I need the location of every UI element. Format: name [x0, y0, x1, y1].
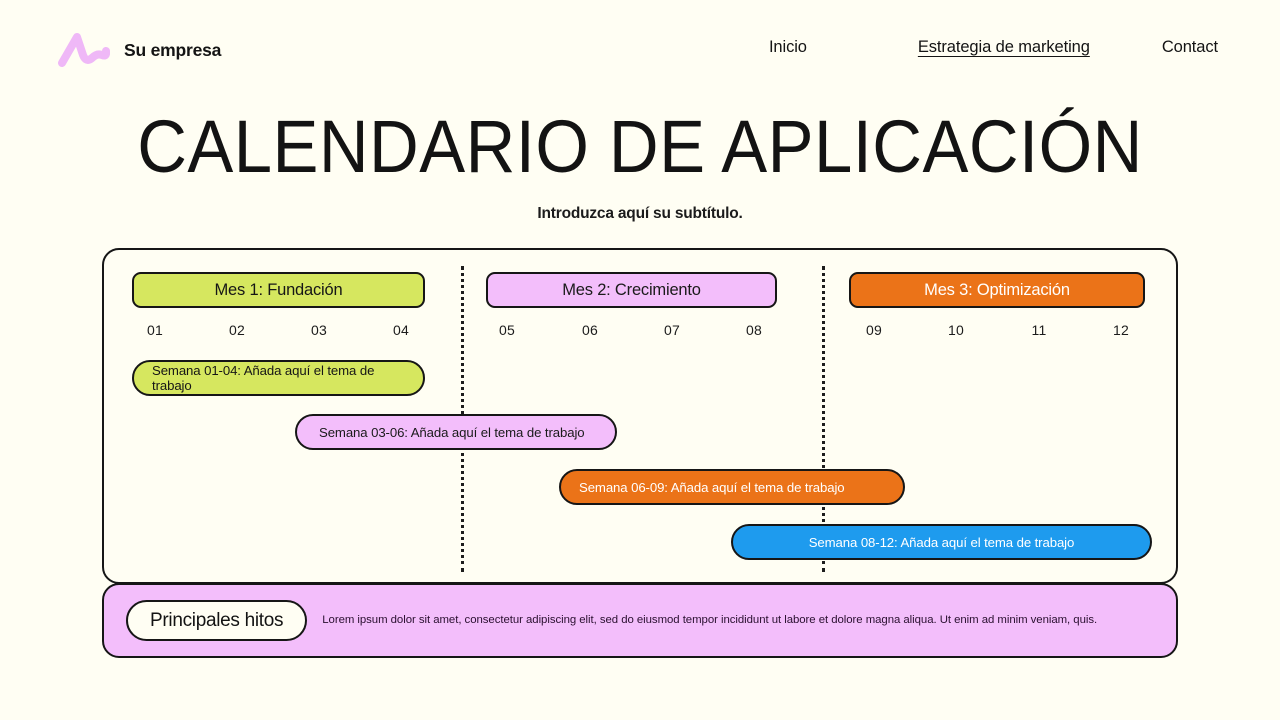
- week-label-09: 09: [866, 322, 882, 338]
- task-bar-week-01-04[interactable]: Semana 01-04: Añada aquí el tema de trab…: [132, 360, 425, 396]
- week-scale: 01 02 03 04 05 06 07 08 09 10 11 12: [104, 322, 1176, 344]
- week-label-06: 06: [582, 322, 598, 338]
- week-label-10: 10: [948, 322, 964, 338]
- week-label-07: 07: [664, 322, 680, 338]
- nav-item-inicio[interactable]: Inicio: [768, 38, 807, 56]
- month-divider-2: [822, 266, 825, 572]
- nav-item-estrategia-de-marketing[interactable]: Estrategia de marketing: [917, 38, 1090, 56]
- milestones-band: Principales hitos Lorem ipsum dolor sit …: [102, 583, 1178, 658]
- page-title: CALENDARIO DE APLICACIÓN: [137, 105, 1143, 188]
- week-label-08: 08: [746, 322, 762, 338]
- week-label-11: 11: [1031, 322, 1047, 338]
- month-header-3[interactable]: Mes 3: Optimización: [849, 272, 1145, 308]
- main-nav: Inicio Estrategia de marketing Contact: [769, 38, 1218, 57]
- week-label-02: 02: [229, 322, 245, 338]
- nav-item-contact[interactable]: Contact: [1161, 38, 1218, 56]
- site-header: Su empresa Inicio Estrategia de marketin…: [0, 0, 1280, 101]
- wave-squiggle-logo-icon: [58, 33, 110, 67]
- milestones-description: Lorem ipsum dolor sit amet, consectetur …: [322, 614, 1098, 626]
- page-subtitle: Introduzca aquí su subtítulo.: [537, 205, 743, 222]
- task-bar-week-08-12[interactable]: Semana 08-12: Añada aquí el tema de trab…: [731, 524, 1152, 560]
- week-label-05: 05: [499, 322, 515, 338]
- milestones-pill-label[interactable]: Principales hitos: [126, 600, 308, 641]
- timeline-card: Mes 1: Fundación Mes 2: Crecimiento Mes …: [102, 248, 1178, 584]
- month-header-2[interactable]: Mes 2: Crecimiento: [486, 272, 777, 308]
- week-label-03: 03: [311, 322, 327, 338]
- week-label-01: 01: [147, 322, 163, 338]
- task-bar-week-03-06[interactable]: Semana 03-06: Añada aquí el tema de trab…: [295, 414, 617, 450]
- month-header-1[interactable]: Mes 1: Fundación: [132, 272, 425, 308]
- week-label-04: 04: [393, 322, 409, 338]
- week-label-12: 12: [1113, 322, 1129, 338]
- brand-name: Su empresa: [124, 39, 222, 60]
- brand[interactable]: Su empresa: [58, 31, 221, 69]
- task-bar-week-06-09[interactable]: Semana 06-09: Añada aquí el tema de trab…: [559, 469, 905, 505]
